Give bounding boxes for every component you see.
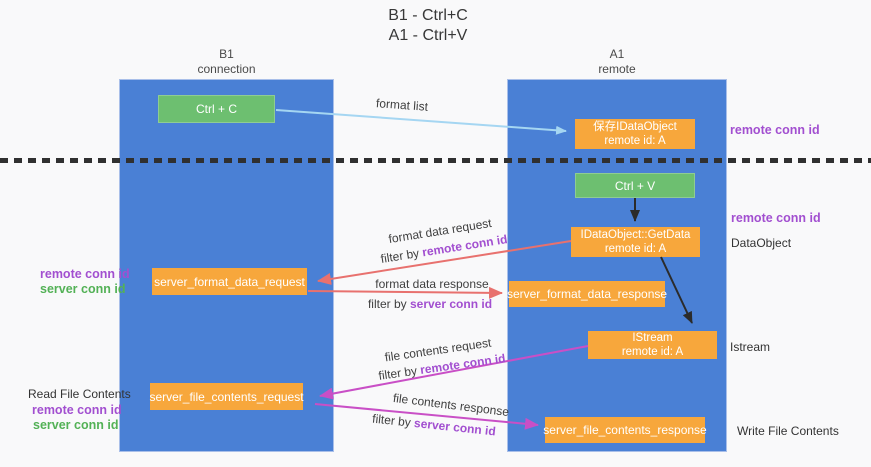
- clipboard-boundary-dashed-line: [0, 158, 871, 163]
- title-line-1: B1 - Ctrl+C: [388, 7, 468, 24]
- filter-by-text: filter by: [377, 363, 422, 383]
- format-data-response-arrow: [307, 286, 503, 299]
- write-file-contents-annotation: Write File Contents: [737, 424, 839, 438]
- lane-header-b1: B1 connection: [119, 47, 334, 77]
- node-store-idataobject: 保存IDataObject remote id: A: [575, 119, 695, 149]
- format-data-response-filter-label: filter by server conn id: [368, 297, 492, 311]
- read-file-contents-annotation: Read File Contents: [28, 387, 131, 401]
- node-server-file-contents-request: server_file_contents_request: [149, 383, 304, 410]
- lane-a1-name: A1: [609, 47, 625, 61]
- node-server-format-data-request: server_format_data_request: [152, 268, 307, 295]
- node-ctrl-c-label: Ctrl + C: [195, 102, 237, 116]
- node-server-file-contents-response: server_file_contents_response: [543, 417, 707, 443]
- right-remote-conn-id-1: remote conn id: [730, 123, 820, 137]
- node-idataobject-getdata: IDataObject::GetData remote id: A: [571, 227, 700, 257]
- left-server-conn-id-2: server conn id: [33, 418, 119, 432]
- node-getdata-line1: IDataObject::GetData: [580, 229, 691, 241]
- node-istream-line2: remote id: A: [621, 346, 684, 358]
- left-remote-conn-id-2: remote conn id: [32, 403, 122, 417]
- left-server-conn-id-1: server conn id: [40, 282, 126, 296]
- format-list-label: format list: [375, 96, 429, 114]
- node-server-format-data-request-label: server_format_data_request: [154, 274, 305, 289]
- lane-b1-name: B1: [219, 47, 234, 61]
- node-store-idataobject-line2: remote id: A: [604, 135, 666, 147]
- filter-by-text: filter by: [371, 411, 415, 430]
- filter-by-text: filter by: [379, 245, 424, 266]
- file-contents-response-filter-label: filter by server conn id: [372, 412, 497, 439]
- title-line-2: A1 - Ctrl+V: [388, 27, 468, 44]
- node-istream: IStream remote id: A: [588, 331, 717, 359]
- diagram-title: B1 - Ctrl+C A1 - Ctrl+V: [328, 6, 528, 46]
- dataobject-annotation: DataObject: [731, 236, 792, 250]
- node-store-idataobject-line1: 保存IDataObject: [593, 121, 677, 133]
- format-data-response-label: format data response: [375, 277, 489, 291]
- lane-b1-subtitle: connection: [197, 62, 256, 76]
- server-conn-id-text: server conn id: [413, 415, 497, 439]
- left-remote-conn-id-1: remote conn id: [40, 267, 130, 281]
- node-getdata-line2: remote id: A: [604, 243, 667, 255]
- server-conn-id-text: server conn id: [409, 297, 493, 311]
- right-remote-conn-id-2: remote conn id: [731, 211, 821, 225]
- node-server-format-data-response-label: server_format_data_response: [506, 287, 668, 301]
- lane-a1-subtitle: remote: [598, 62, 636, 76]
- node-ctrl-v-label: Ctrl + V: [614, 178, 656, 193]
- lane-header-a1: A1 remote: [507, 47, 727, 77]
- istream-annotation: Istream: [730, 340, 771, 354]
- node-istream-line1: IStream: [632, 332, 673, 344]
- node-server-file-contents-request-label: server_file_contents_request: [149, 389, 304, 404]
- node-server-file-contents-response-label: server_file_contents_response: [543, 423, 707, 437]
- node-ctrl-c: Ctrl + C: [158, 95, 275, 123]
- node-server-format-data-response: server_format_data_response: [506, 281, 668, 307]
- node-ctrl-v: Ctrl + V: [575, 173, 695, 198]
- filter-by-text: filter by: [367, 297, 410, 311]
